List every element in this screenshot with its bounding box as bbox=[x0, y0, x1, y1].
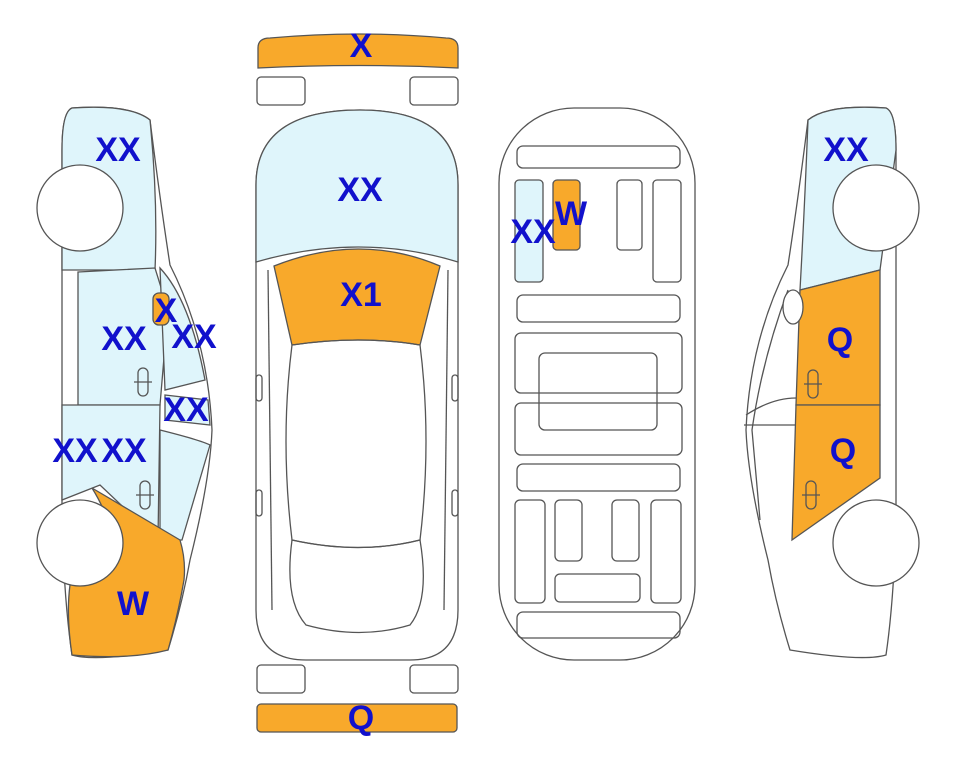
rear-right-lamp bbox=[409, 664, 459, 694]
right-front-door-panel bbox=[791, 404, 881, 542]
top-view bbox=[255, 33, 459, 733]
code-roof-left: XX bbox=[510, 213, 556, 251]
roof-left-glass bbox=[514, 179, 544, 283]
code-left-rear-door: XX bbox=[101, 320, 147, 358]
roof-view bbox=[498, 107, 696, 661]
front-bumper-panel bbox=[257, 33, 459, 69]
left-a-pillar-glass-panel bbox=[159, 429, 211, 541]
code-left-rear-window: XX bbox=[95, 131, 141, 169]
left-fuel-lid-panel bbox=[152, 292, 170, 326]
left-c-pillar-glass-panel bbox=[159, 266, 206, 391]
code-left-quarter-glass: XX bbox=[163, 391, 209, 429]
code-left-front-fender: W bbox=[117, 585, 150, 623]
right-rear-wheel bbox=[832, 164, 920, 252]
code-left-front-door-a: XX bbox=[52, 432, 98, 470]
right-front-wheel bbox=[832, 499, 920, 587]
rear-bumper-panel bbox=[256, 703, 458, 733]
code-left-front-door-b: XX bbox=[101, 432, 147, 470]
roof-panel bbox=[552, 179, 581, 251]
code-rear-bumper: Q bbox=[348, 699, 374, 737]
code-windshield: XX bbox=[337, 171, 383, 209]
front-left-lamp bbox=[256, 76, 306, 106]
code-roof-panel: W bbox=[555, 195, 588, 233]
roof-outline bbox=[498, 107, 696, 661]
left-front-wheel bbox=[36, 499, 124, 587]
code-right-rear-window: XX bbox=[823, 131, 869, 169]
left-side-view bbox=[36, 106, 213, 659]
rear-left-lamp bbox=[256, 664, 306, 694]
code-right-rear-door: Q bbox=[827, 321, 853, 359]
front-right-lamp bbox=[409, 76, 459, 106]
damage-codes: X Q XX X1 XX W XX X XX XX XX XX XX W XX … bbox=[52, 27, 869, 737]
code-left-c-pillar-glass: XX bbox=[171, 318, 217, 356]
windshield-panel bbox=[255, 109, 459, 263]
left-quarter-glass-panel bbox=[164, 394, 211, 426]
code-hood: X1 bbox=[340, 276, 382, 314]
code-left-fuel-lid: X bbox=[155, 292, 178, 330]
left-rear-wheel bbox=[36, 164, 124, 252]
right-side-view bbox=[744, 106, 920, 659]
code-right-front-door: Q bbox=[830, 432, 856, 470]
top-rear-window-outline bbox=[289, 539, 424, 634]
code-front-bumper: X bbox=[350, 27, 373, 65]
